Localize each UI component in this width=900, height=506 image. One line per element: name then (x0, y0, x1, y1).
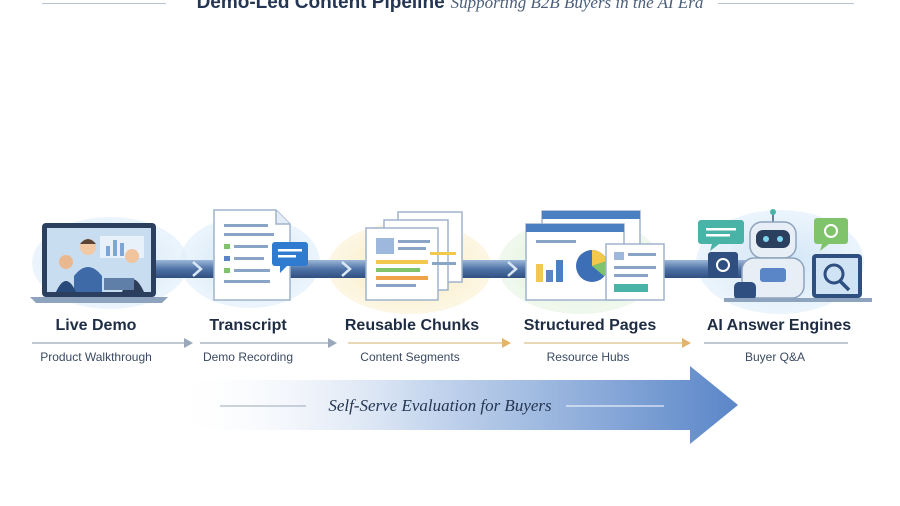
stage-sub-structured-pages: Resource Hubs (546, 350, 630, 364)
content-chunks-icon (365, 211, 463, 301)
title-rule-left (42, 3, 166, 4)
ai-robot-icon (698, 209, 872, 302)
stage-label-reusable-chunks: Reusable Chunks (344, 317, 480, 334)
title-rule-right (718, 3, 854, 4)
stage-sub-transcript: Demo Recording (202, 350, 294, 364)
video-call-icon (30, 223, 168, 303)
web-pages-icon (525, 210, 665, 301)
stage-label-structured-pages: Structured Pages (523, 317, 657, 334)
stage-label-live-demo: Live Demo (55, 317, 137, 334)
stage-sub-ai-answer-engines: Buyer Q&A (744, 350, 806, 364)
stage-sub-reusable-chunks: Content Segments (360, 350, 460, 364)
page-subtitle: Supporting B2B Buyers in the AI Era (450, 0, 704, 12)
stage-sub-live-demo: Product Walkthrough (40, 350, 152, 364)
title-row: Demo-Led Content Pipeline Supporting B2B… (0, 0, 900, 15)
stage-label-transcript: Transcript (209, 317, 287, 334)
stage-connectors (32, 338, 848, 348)
transcript-document-icon (213, 209, 308, 301)
self-serve-arrow (170, 366, 738, 444)
self-serve-banner-label: Self-Serve Evaluation for Buyers (328, 396, 552, 415)
stage-label-ai-answer-engines: AI Answer Engines (706, 317, 852, 334)
page-title: Demo-Led Content Pipeline (196, 0, 445, 13)
